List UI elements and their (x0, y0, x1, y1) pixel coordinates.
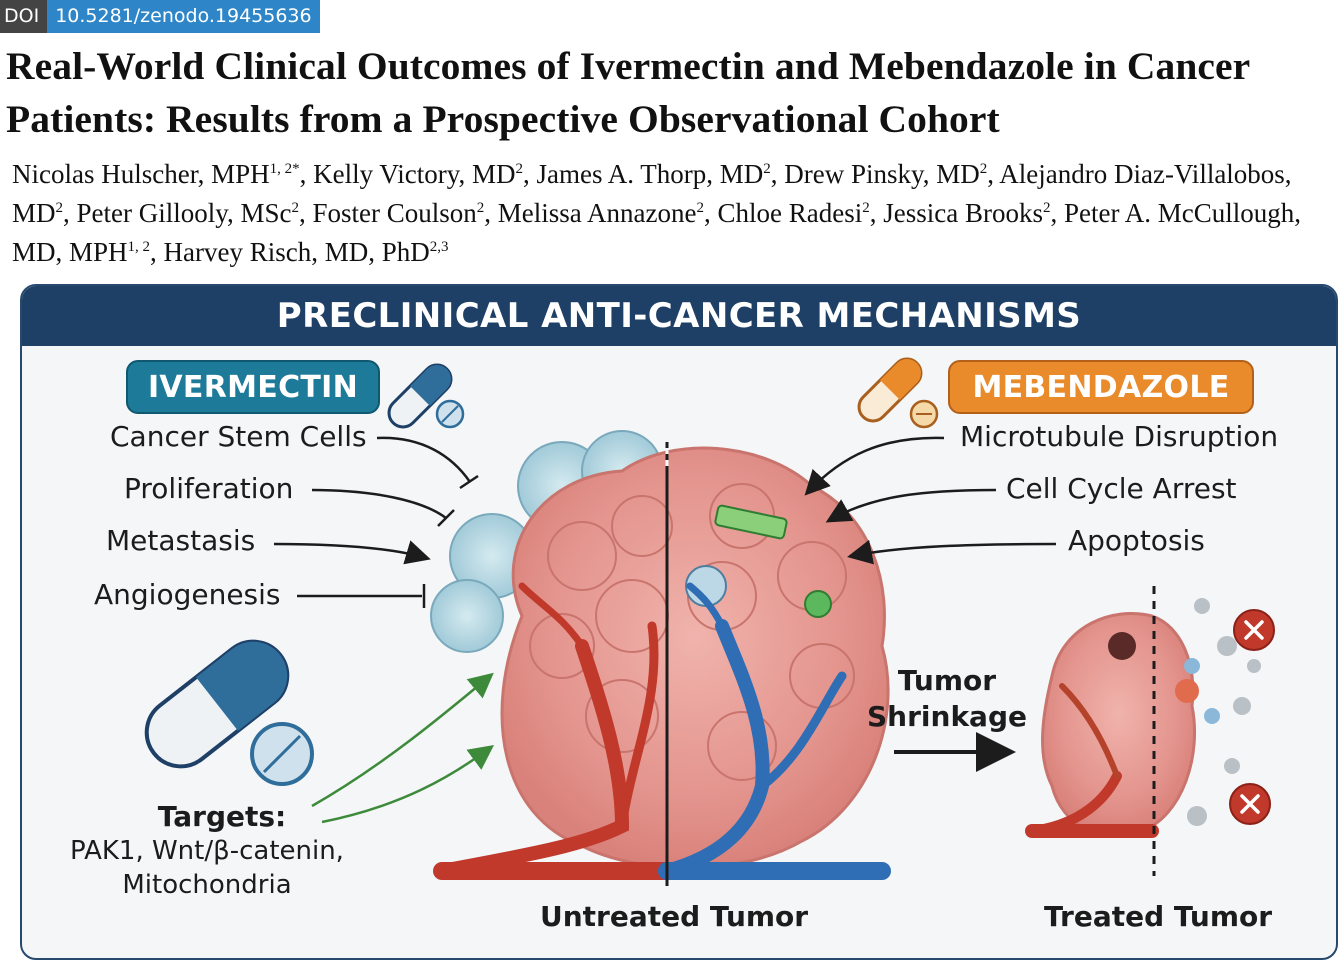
author-name: Jessica Brooks (883, 198, 1043, 228)
author-separator: , (300, 159, 314, 189)
author-name: Melissa Annazone (498, 198, 697, 228)
cross-icon (1230, 784, 1270, 824)
author-separator: , (1050, 198, 1064, 228)
author-separator: , (484, 198, 498, 228)
author-separator: , (523, 159, 537, 189)
cross-icon (1234, 610, 1274, 650)
author-separator: , (150, 237, 164, 267)
mechanism-cell-cycle-arrest: Cell Cycle Arrest (1006, 472, 1237, 506)
author-affiliation: 2 (516, 161, 524, 177)
treated-tumor (1032, 598, 1261, 836)
paper-title: Real-World Clinical Outcomes of Ivermect… (6, 40, 1340, 146)
author-name: Harvey Risch, MD, PhD (164, 237, 430, 267)
author-list: Nicolas Hulscher, MPH1, 2*, Kelly Victor… (12, 155, 1340, 272)
author-affiliation: 2 (292, 200, 300, 216)
author-name: Foster Coulson (313, 198, 477, 228)
author-separator: , (63, 198, 77, 228)
targets-line-1: PAK1, Wnt/β-catenin, (52, 834, 362, 868)
author-separator: , (704, 198, 718, 228)
author-separator: , (870, 198, 884, 228)
doi-badge[interactable]: DOI 10.5281/zenodo.19455636 (0, 0, 320, 33)
mechanism-metastasis: Metastasis (106, 524, 255, 558)
mechanism-cancer-stem-cells: Cancer Stem Cells (110, 420, 367, 454)
shrinkage-label-1: Tumor (872, 664, 1022, 698)
targets-line-2: Mitochondria (82, 868, 332, 902)
targets-heading: Targets: (122, 800, 322, 834)
graphical-abstract: PRECLINICAL ANTI-CANCER MECHANISMS (20, 284, 1338, 960)
author-name: Nicolas Hulscher, MPH (12, 159, 270, 189)
author-name: Peter Gillooly, MSc (77, 198, 292, 228)
mechanism-proliferation: Proliferation (124, 472, 293, 506)
author-separator: , (771, 159, 785, 189)
author-name: Kelly Victory, MD (313, 159, 515, 189)
mechanism-angiogenesis: Angiogenesis (94, 578, 281, 612)
author-affiliation: 1, 2* (270, 161, 300, 177)
author-affiliation: 2,3 (430, 239, 449, 255)
target-arrows (312, 676, 490, 822)
mechanism-apoptosis: Apoptosis (1068, 524, 1205, 558)
doi-tag: DOI (0, 0, 47, 33)
author-separator: , (299, 198, 313, 228)
untreated-tumor-label: Untreated Tumor (540, 900, 808, 934)
author-affiliation: 2 (862, 200, 870, 216)
doi-number[interactable]: 10.5281/zenodo.19455636 (47, 0, 319, 33)
author-affiliation: 1, 2 (128, 239, 151, 255)
author-name: James A. Thorp, MD (537, 159, 764, 189)
author-name: Chloe Radesi (718, 198, 863, 228)
author-separator: , (987, 159, 999, 189)
ivermectin-label: IVERMECTIN (126, 360, 380, 414)
author-name: Drew Pinsky, MD (784, 159, 980, 189)
treated-tumor-label: Treated Tumor (1044, 900, 1272, 934)
mechanism-microtubule-disruption: Microtubule Disruption (960, 420, 1278, 454)
mebendazole-label: MEBENDAZOLE (948, 360, 1254, 414)
ivermectin-arrows (274, 438, 478, 608)
author-affiliation: 2 (56, 200, 64, 216)
untreated-tumor (502, 448, 888, 868)
shrinkage-label-2: Shrinkage (862, 700, 1032, 734)
author-affiliation: 2 (697, 200, 705, 216)
author-affiliation: 2 (763, 161, 771, 177)
